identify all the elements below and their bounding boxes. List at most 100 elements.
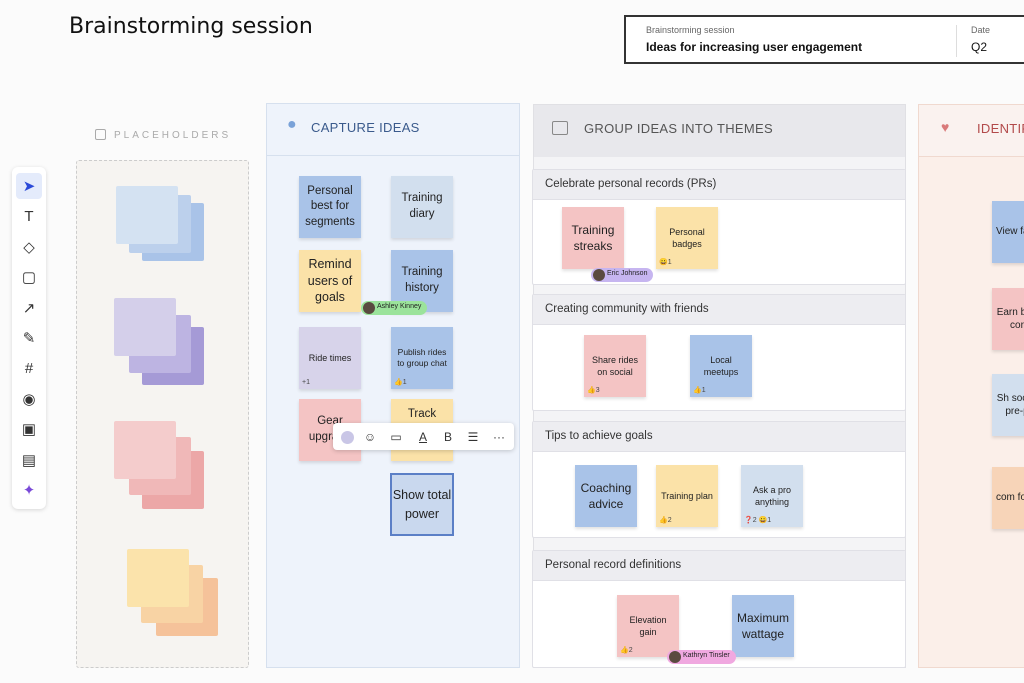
pen-icon: ✎: [22, 330, 36, 347]
placeholders-label: PLACEHOLDERS: [114, 130, 232, 141]
template-tool[interactable]: ▤: [16, 447, 42, 473]
sticky-note[interactable]: Share rides on social 👍3: [584, 335, 646, 397]
sticky-note-icon: [95, 129, 106, 140]
sticky-note[interactable]: Elevation gain👍2: [617, 595, 679, 657]
sticky-note[interactable]: Training plan 👍2: [656, 465, 718, 527]
placeholder-purple-front[interactable]: [114, 298, 176, 356]
bold-icon: B: [443, 430, 452, 444]
image-icon: ▣: [21, 421, 37, 438]
shapes-tool[interactable]: ◇: [16, 234, 42, 260]
list-icon: ☰: [467, 430, 479, 444]
pen-tool[interactable]: ✎: [16, 325, 42, 351]
sticky-note-icon: ▢: [21, 269, 37, 286]
collaborator-cursor: Eric Johnson: [591, 268, 654, 282]
sticky-note[interactable]: Maximum wattage: [732, 595, 794, 657]
placeholders-heading: PLACEHOLDERS: [95, 129, 231, 141]
date-value: Q2: [971, 40, 988, 54]
grouping-icon: [552, 121, 568, 135]
sticky-note[interactable]: Coaching advice: [575, 465, 637, 527]
placeholder-yellow-front[interactable]: [127, 549, 189, 607]
hand-heart-icon: ♥: [941, 119, 950, 135]
sticky-note[interactable]: com for s: [992, 467, 1024, 529]
capture-ideas-title: CAPTURE IDEAS: [311, 120, 420, 135]
sticky-note[interactable]: Local meetups👍1: [690, 335, 752, 397]
sticky-note[interactable]: Training diary: [391, 176, 453, 238]
note-text: Training history: [401, 266, 443, 294]
collaborator-name: Kathryn Tinsler: [683, 652, 730, 659]
more-button[interactable]: ···: [490, 428, 508, 446]
note-text: Training plan: [661, 490, 713, 501]
reaction-badge[interactable]: 👍1: [394, 378, 407, 386]
collaborator-name: Eric Johnson: [607, 270, 648, 277]
reaction-badge[interactable]: 😀1: [659, 258, 672, 266]
note-text: Training streaks: [571, 222, 615, 253]
magic-wand-icon: ✦: [22, 482, 36, 499]
sticky-note[interactable]: Personal best for segments: [299, 176, 361, 238]
editing-sticky-note[interactable]: Show total power: [390, 473, 454, 536]
palette-tool[interactable]: ◉: [16, 386, 42, 412]
avatar: [669, 651, 681, 663]
text-color-button[interactable]: A: [414, 428, 432, 446]
reaction-badge[interactable]: 👍1: [693, 386, 706, 394]
date-label: Date: [971, 25, 991, 35]
note-text: Coaching advice: [580, 480, 632, 511]
list-button[interactable]: ☰: [464, 428, 482, 446]
note-text-input[interactable]: Show total power: [392, 488, 452, 521]
magic-tool[interactable]: ✦: [16, 477, 42, 503]
emoji-icon: ☺: [363, 430, 377, 444]
lightbulb-icon: ●: [287, 116, 297, 133]
reaction-badge[interactable]: ❓2 😀1: [744, 516, 772, 524]
text-color-icon: A: [418, 430, 427, 444]
sticky-note[interactable]: Training streaks: [562, 207, 624, 269]
sticky-note[interactable]: Remind users of goals: [299, 250, 361, 312]
reaction-badge[interactable]: 👍3: [587, 386, 600, 394]
note-shape-button[interactable]: ▭: [387, 428, 405, 446]
reaction-badge[interactable]: +1: [302, 378, 310, 386]
reaction-badge[interactable]: 👍2: [620, 646, 633, 654]
frame-tool[interactable]: #: [16, 355, 42, 381]
reaction-badge[interactable]: 👍2: [659, 516, 672, 524]
note-text: Personal badges: [669, 226, 705, 249]
sticky-note[interactable]: Publish rides to group chat 👍1: [391, 327, 453, 389]
theme-card[interactable]: Personal record definitions: [532, 550, 906, 668]
emoji-button[interactable]: ☺: [361, 428, 379, 446]
note-text: Ask a pro anything: [752, 484, 792, 507]
note-text: Share rides on social: [591, 354, 639, 377]
theme-title: Creating community with friends: [533, 295, 905, 325]
more-icon: ···: [493, 430, 505, 444]
identify-title: IDENTIF: [977, 121, 1024, 136]
sticky-note[interactable]: Ride times +1: [299, 327, 361, 389]
note-text: Publish rides to group chat: [397, 346, 447, 368]
frame-icon: #: [24, 359, 34, 377]
sticky-note[interactable]: Earn bad cor: [992, 288, 1024, 350]
select-tool[interactable]: ➤: [16, 173, 42, 199]
sticky-note[interactable]: Sh social pre-p: [992, 374, 1024, 436]
note-text: Ride times: [308, 352, 352, 363]
session-label: Brainstorming session: [646, 25, 735, 35]
sticky-note[interactable]: Personal badges 😀1: [656, 207, 718, 269]
collaborator-cursor: Kathryn Tinsler: [667, 650, 736, 664]
board-title: Brainstorming session: [69, 14, 313, 39]
text-tool[interactable]: T: [16, 203, 42, 229]
arrow-tool[interactable]: ↗: [16, 295, 42, 321]
palette-icon: ◉: [22, 391, 36, 408]
sticky-note[interactable]: Ask a pro anything ❓2 😀1: [741, 465, 803, 527]
note-color-button[interactable]: [338, 428, 356, 446]
cursor-icon: ➤: [22, 178, 36, 195]
image-tool[interactable]: ▣: [16, 416, 42, 442]
note-text: Sh social pre-p: [996, 392, 1024, 418]
arrow-icon: ↗: [22, 300, 36, 317]
capture-ideas-header: ● CAPTURE IDEAS: [267, 104, 519, 156]
identify-header: ♥ IDENTIF: [919, 105, 1024, 157]
sticky-note-tool[interactable]: ▢: [16, 264, 42, 290]
placeholder-blue-front[interactable]: [116, 186, 178, 244]
sticky-note[interactable]: View fa: [992, 201, 1024, 263]
note-text: Personal best for segments: [305, 184, 355, 228]
format-toolbar: ☺ ▭ A B ☰ ···: [333, 423, 514, 450]
left-toolbar: ➤ T ◇ ▢ ↗ ✎ # ◉ ▣ ▤ ✦: [12, 167, 46, 509]
bold-button[interactable]: B: [439, 428, 457, 446]
placeholder-pink-front[interactable]: [114, 421, 176, 479]
text-icon: T: [24, 207, 34, 225]
theme-title: Personal record definitions: [533, 551, 905, 581]
note-text: Maximum wattage: [736, 610, 789, 641]
